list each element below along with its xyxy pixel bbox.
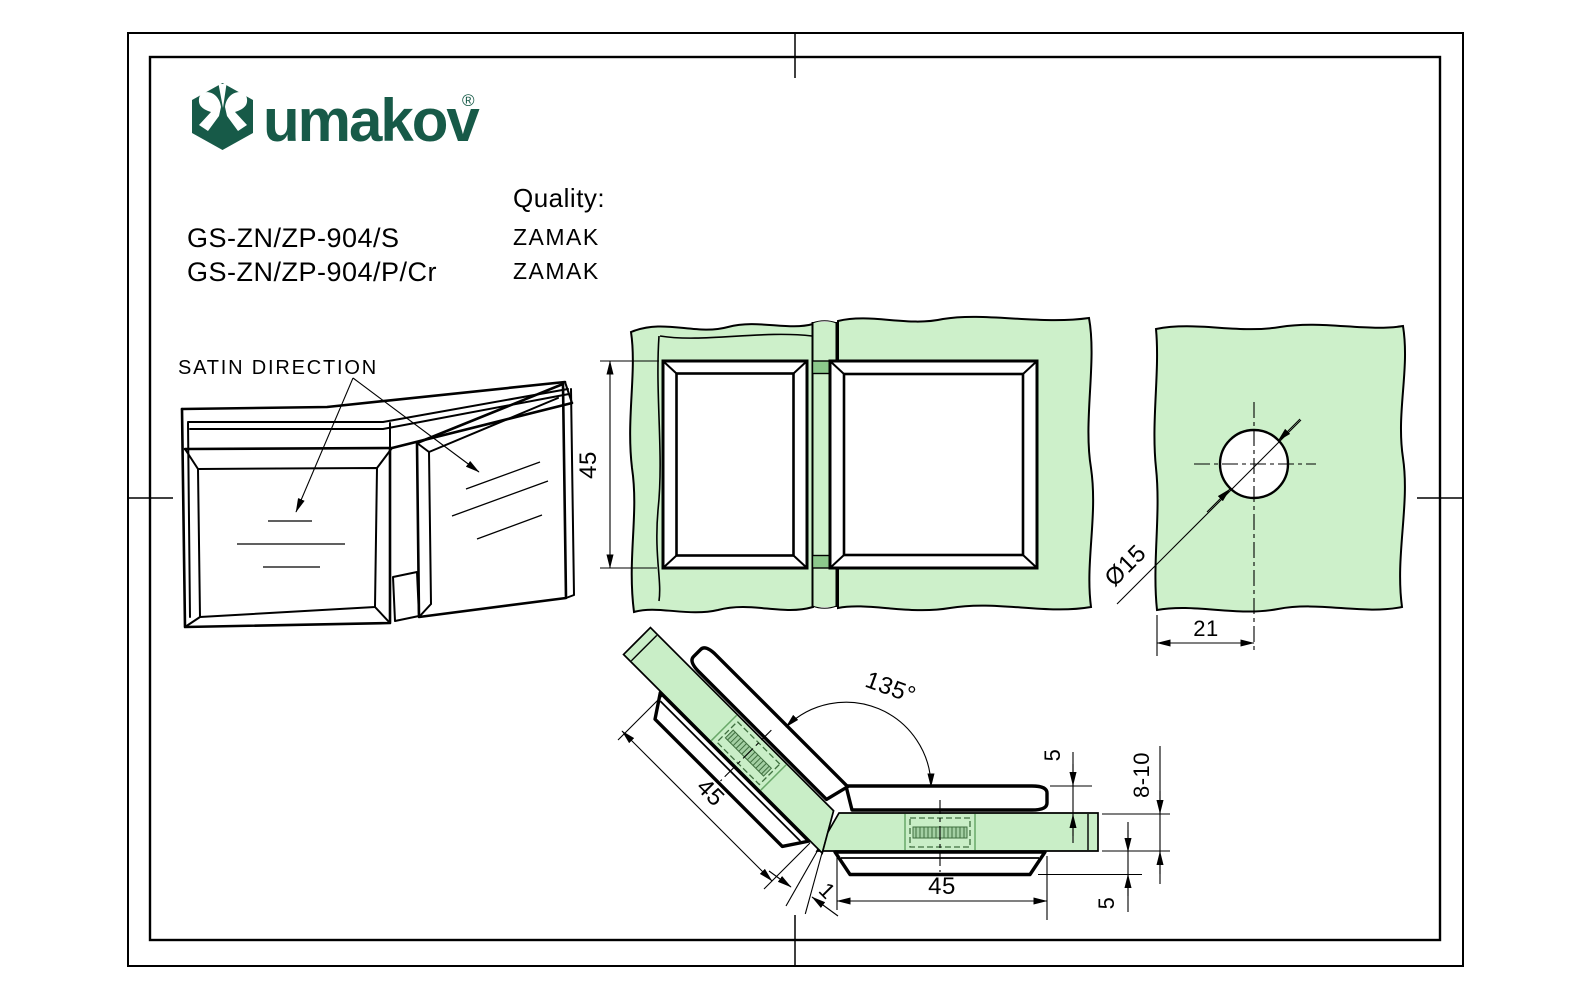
opening-angle-value: 135° xyxy=(862,666,920,709)
hole-offset-value: 21 xyxy=(1193,616,1218,641)
satin-leader-right xyxy=(352,377,480,473)
glass-thickness-value: 8-10 xyxy=(1129,752,1154,798)
product-code-2: GS-ZN/ZP-904/P/Cr xyxy=(187,257,437,287)
satin-leader-left xyxy=(295,377,354,513)
top-plate xyxy=(844,784,1049,812)
plate-overhang-bottom-value: 5 xyxy=(1094,897,1119,910)
dimension-clamp-width: 45 xyxy=(836,856,1048,920)
front-view: 45 xyxy=(575,315,1095,614)
dimension-glass-thickness: 8-10 xyxy=(1102,746,1170,884)
clamp-width-value: 45 xyxy=(928,873,956,900)
quality-label: Quality: xyxy=(513,183,605,213)
hole-diameter-value: Ø15 xyxy=(1100,540,1152,592)
plate-overhang-top-value: 5 xyxy=(1040,749,1065,762)
satin-lines-left xyxy=(237,520,345,568)
satin-lines-right xyxy=(451,461,549,540)
clamp-plate-right xyxy=(828,359,1039,570)
clamp-plate-left xyxy=(661,359,809,570)
umakov-hexagon-icon xyxy=(192,83,253,150)
dimension-glass-gap: 1 xyxy=(768,870,841,917)
plan-view-135: 135° 45 1 45 5 xyxy=(582,606,1170,920)
product-info: Quality: GS-ZN/ZP-904/S ZAMAK GS-ZN/ZP-9… xyxy=(187,183,605,287)
isometric-view: SATIN DIRECTION xyxy=(178,357,575,629)
hole-centerlines xyxy=(1194,402,1316,652)
registered-mark: ® xyxy=(462,91,475,110)
centering-ticks xyxy=(128,33,1463,966)
product-quality-2: ZAMAK xyxy=(513,258,600,284)
product-quality-1: ZAMAK xyxy=(513,224,600,250)
product-code-1: GS-ZN/ZP-904/S xyxy=(187,223,400,253)
dimension-front-height: 45 xyxy=(575,360,659,569)
dimension-plate-overhang-top: 5 xyxy=(1040,749,1092,843)
side-view-hole: Ø15 21 xyxy=(1100,323,1406,656)
logo: umakov ® xyxy=(192,83,482,154)
front-height-value: 45 xyxy=(575,451,602,479)
clamp-arm xyxy=(785,784,1099,907)
sheet-border xyxy=(127,32,1464,967)
miter-seam-line xyxy=(785,812,840,907)
dimension-hole-offset: 21 xyxy=(1156,615,1255,656)
dimension-plate-overhang-bottom: 5 xyxy=(1038,822,1142,912)
brand-wordmark: umakov xyxy=(263,87,480,154)
satin-direction-label: SATIN DIRECTION xyxy=(178,357,378,379)
